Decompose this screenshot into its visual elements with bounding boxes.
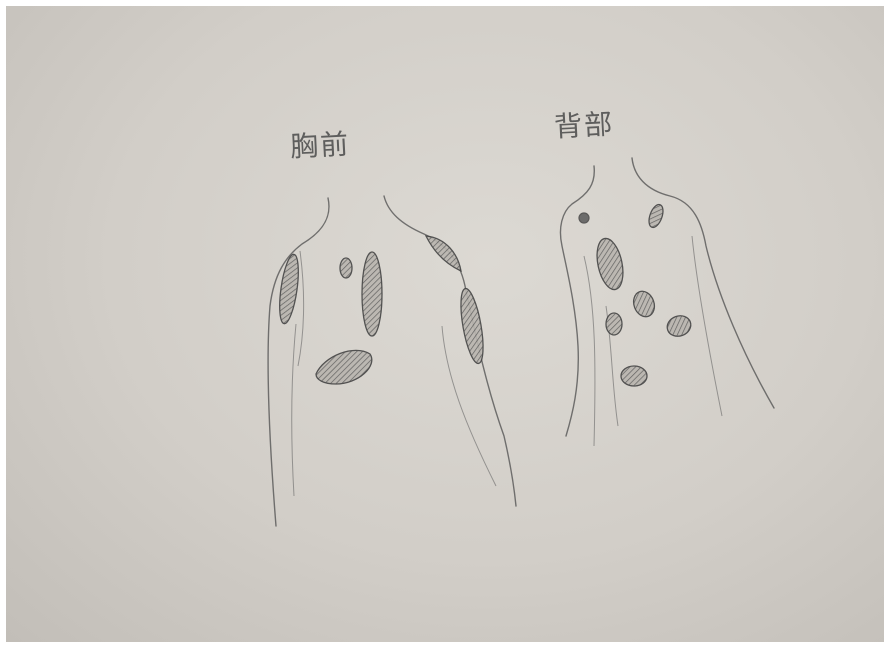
pencil-sketch (6, 6, 884, 642)
back-spot-upper-left (593, 236, 627, 292)
back-spot-right-shoulder (646, 203, 665, 230)
front-spot-lower-chest (316, 350, 372, 384)
front-spot-upper-chest (340, 258, 352, 278)
back-spot-right (664, 312, 693, 339)
back-spot-left-shoulder (579, 213, 589, 223)
front-spot-right-arm (457, 287, 488, 365)
back-spot-center (630, 288, 658, 319)
front-label: 胸前 (289, 122, 351, 165)
back-torso (560, 158, 774, 446)
back-spot-lower (621, 366, 647, 386)
front-torso (268, 196, 516, 526)
back-label: 背部 (553, 102, 615, 145)
front-spot-right-shoulder (426, 236, 461, 271)
paper-sheet: 胸前 背部 (6, 6, 884, 642)
back-spot-mid-left (606, 313, 622, 335)
front-spot-left-shoulder (276, 253, 302, 325)
front-spot-center-chest (362, 252, 382, 336)
